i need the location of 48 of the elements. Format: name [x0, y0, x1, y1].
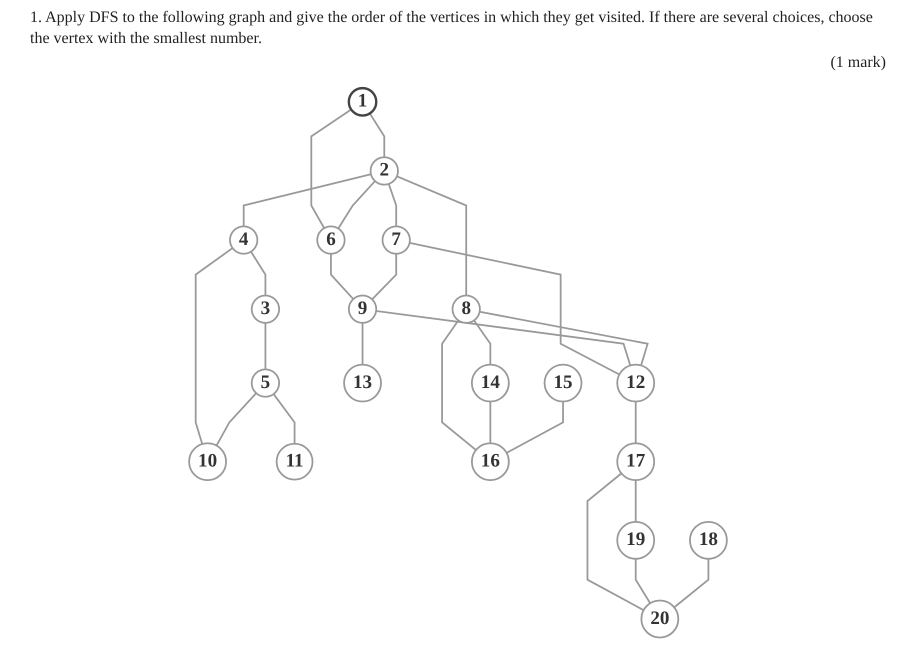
node-circle: 7: [382, 225, 411, 255]
connector: [330, 254, 354, 300]
connector: [506, 402, 564, 454]
mark-note: (1 mark): [829, 54, 886, 72]
node-circle: 4: [229, 225, 258, 255]
node-circle: 3: [250, 294, 280, 324]
node-circle: 15: [544, 364, 582, 402]
node-circle: 5: [250, 368, 280, 398]
connector: [242, 173, 372, 226]
node-circle: 10: [188, 442, 227, 482]
connector: [396, 175, 468, 296]
connector: [586, 472, 644, 611]
connector: [480, 310, 649, 366]
connector: [194, 247, 234, 444]
node-circle: 2: [370, 156, 399, 186]
connector: [473, 320, 492, 365]
connector: [489, 402, 492, 444]
connector: [376, 310, 632, 366]
connector: [409, 242, 620, 376]
connector: [369, 112, 386, 158]
connector: [264, 322, 266, 370]
connector: [250, 251, 266, 296]
connector: [634, 558, 651, 604]
connector: [441, 320, 477, 451]
connector: [388, 184, 398, 226]
node-circle: 8: [452, 294, 481, 324]
node-circle: 9: [348, 294, 378, 324]
connector: [634, 480, 637, 522]
node-circle: 20: [640, 600, 680, 638]
connector: [338, 180, 376, 229]
connector: [310, 108, 352, 229]
node-circle: 13: [343, 364, 382, 402]
connector: [216, 392, 257, 446]
connector: [674, 558, 710, 608]
node-circle: 19: [616, 520, 656, 560]
node-circle: 1: [348, 86, 378, 117]
node-circle: 12: [616, 364, 656, 402]
node-circle: 11: [276, 442, 314, 481]
question-text: 1. Apply DFS to the following graph and give the order of the vertices in which they get visited. If there are several choices, choose the vertex with the smallest number.: [30, 8, 874, 49]
connector: [371, 254, 398, 300]
node-circle: 6: [316, 225, 346, 255]
node-circle: 16: [470, 442, 510, 482]
connector: [272, 394, 296, 444]
node-circle: 17: [616, 442, 656, 482]
connector: [362, 322, 364, 365]
connector: [634, 402, 637, 444]
node-circle: 18: [689, 520, 728, 560]
node-circle: 14: [470, 364, 510, 402]
